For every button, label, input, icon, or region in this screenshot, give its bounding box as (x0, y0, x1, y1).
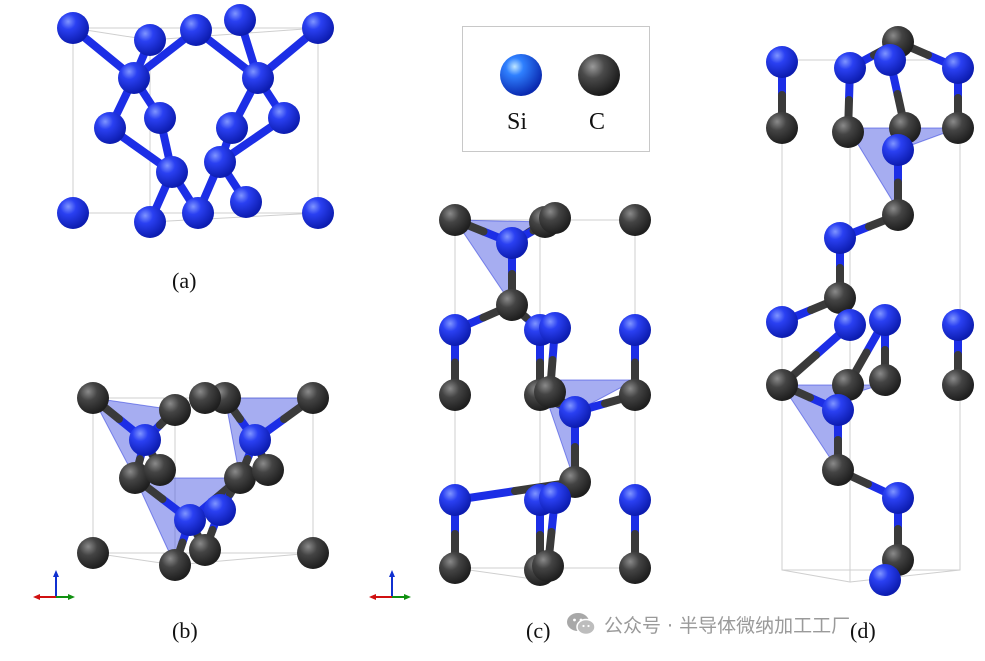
si-atom (496, 227, 528, 259)
si-atom (156, 156, 188, 188)
c-atom (144, 454, 176, 486)
c-atom (159, 549, 191, 581)
si-atom (57, 197, 89, 229)
c-atom (942, 369, 974, 401)
c-atom (439, 552, 471, 584)
si-atom (439, 484, 471, 516)
c-atom (822, 454, 854, 486)
si-atom (619, 314, 651, 346)
c-legend-label: C (589, 109, 606, 135)
si-atom (239, 424, 271, 456)
c-atom (619, 379, 651, 411)
si-atom (180, 14, 212, 46)
axis-triad-c (369, 570, 411, 600)
c-atom (619, 204, 651, 236)
si-atom (559, 396, 591, 428)
watermark: 公众号 · 半导体微纳加工工厂 (566, 610, 850, 638)
c-atom (77, 537, 109, 569)
c-atom (252, 454, 284, 486)
c-atom (119, 462, 151, 494)
c-atom (496, 289, 528, 321)
si-atom (302, 12, 334, 44)
si-atom (302, 197, 334, 229)
axis-z-head (389, 570, 395, 577)
si-atom (182, 197, 214, 229)
axis-triad-b (33, 570, 75, 600)
si-atom (874, 44, 906, 76)
si-atom (439, 314, 471, 346)
si-atom (134, 24, 166, 56)
si-atom (204, 146, 236, 178)
si-atom (174, 504, 206, 536)
c-atom (439, 204, 471, 236)
si-atom (869, 564, 901, 596)
si-atom (942, 52, 974, 84)
si-atom (834, 309, 866, 341)
c-atom (824, 282, 856, 314)
si-atom (882, 482, 914, 514)
caption-a: (a) (172, 268, 197, 293)
si-atom (216, 112, 248, 144)
si-atom (224, 4, 256, 36)
c-atom (534, 376, 566, 408)
c-atom (297, 537, 329, 569)
wechat-icon (567, 613, 596, 636)
si-atom (869, 304, 901, 336)
atom-legend: Si C (462, 26, 650, 152)
caption-b: (b) (172, 618, 198, 643)
c-atom (619, 552, 651, 584)
si-atom (834, 52, 866, 84)
si-atom (539, 482, 571, 514)
watermark-text: 公众号 · 半导体微纳加工工厂 (604, 614, 851, 637)
c-atom (869, 364, 901, 396)
si-legend-sphere (500, 54, 542, 96)
c-atom (297, 382, 329, 414)
c-atom (159, 394, 191, 426)
si-atom (118, 62, 150, 94)
si-atom (942, 309, 974, 341)
cell-d-bottom (849, 569, 961, 583)
axis-x-head (369, 594, 376, 600)
c-atom (766, 369, 798, 401)
legend-swatches (500, 54, 620, 96)
si-legend-label: Si (507, 109, 528, 135)
si-atom (882, 134, 914, 166)
c-atom (532, 550, 564, 582)
si-atom (268, 102, 300, 134)
c-atom (189, 534, 221, 566)
c-legend-sphere (578, 54, 620, 96)
si-atom (134, 206, 166, 238)
c-atom (539, 202, 571, 234)
c-atom (766, 112, 798, 144)
si-atom (766, 306, 798, 338)
caption-d: (d) (850, 618, 876, 643)
si-atom (144, 102, 176, 134)
caption-c: (c) (526, 618, 551, 643)
c-atom (832, 369, 864, 401)
axis-z-head (53, 570, 59, 577)
axis-y-head (404, 594, 411, 600)
c-atom (77, 382, 109, 414)
c-atom (224, 462, 256, 494)
cell-a-edge (149, 212, 319, 223)
si-atom (204, 494, 236, 526)
si-atom (129, 424, 161, 456)
si-atom (822, 394, 854, 426)
si-atom (766, 46, 798, 78)
c-atom (882, 199, 914, 231)
si-atom (539, 312, 571, 344)
axis-y-head (68, 594, 75, 600)
si-atom (94, 112, 126, 144)
c-atom (439, 379, 471, 411)
c-atom (942, 112, 974, 144)
si-atom (824, 222, 856, 254)
si-atom (619, 484, 651, 516)
c-atom (832, 116, 864, 148)
si-atom (242, 62, 274, 94)
si-atom (57, 12, 89, 44)
si-atom (230, 186, 262, 218)
c-atom (189, 382, 221, 414)
axis-x-head (33, 594, 40, 600)
